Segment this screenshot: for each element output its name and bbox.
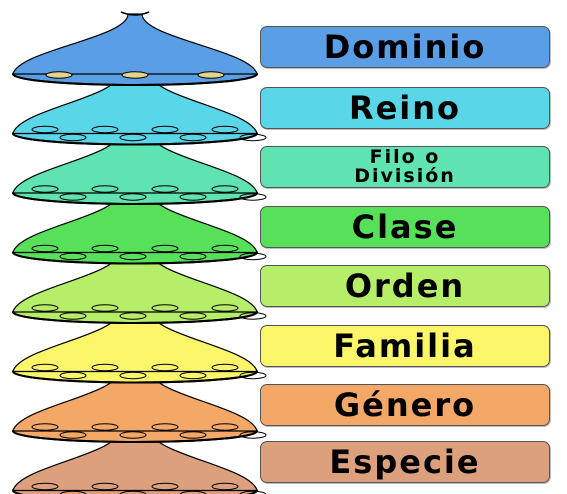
rank-subgroup-oval — [151, 185, 179, 193]
rank-subgroup-oval — [239, 371, 267, 380]
rank-subgroup-oval — [151, 423, 179, 431]
rank-label-reino: Reino — [260, 87, 550, 129]
rank-subgroup-oval — [151, 125, 179, 134]
rank-knob — [120, 11, 150, 16]
rank-subgroup-oval — [239, 133, 267, 142]
rank-subgroup-oval — [31, 482, 59, 491]
rank-subgroup-oval — [211, 423, 239, 431]
rank-subgroup-oval — [59, 490, 87, 494]
rank-subgroup-oval — [239, 193, 267, 201]
rank-subgroup-oval — [91, 125, 119, 134]
rank-subgroup-oval — [239, 252, 267, 261]
rank-subgroup-oval — [31, 304, 59, 312]
rank-rim — [12, 73, 258, 86]
rank-label-clase: Clase — [260, 206, 550, 248]
rank-bell — [12, 13, 258, 75]
rank-subgroup-oval — [211, 482, 239, 491]
rank-subgroup-oval — [91, 423, 119, 431]
rank-rim — [12, 430, 258, 443]
rank-subgroup-oval — [59, 252, 87, 261]
rank-subgroup-oval — [45, 71, 73, 79]
rank-subgroup-oval — [59, 371, 87, 380]
rank-subgroup-oval — [211, 185, 239, 193]
rank-subgroup-oval — [119, 252, 147, 261]
rank-shape-5 — [12, 310, 267, 384]
rank-subgroup-oval — [119, 431, 147, 439]
rank-subgroup-oval — [59, 133, 87, 142]
rank-subgroup-oval — [211, 363, 239, 372]
rank-subgroup-oval — [211, 304, 239, 312]
rank-subgroup-oval — [31, 185, 59, 193]
rank-subgroup-oval — [59, 312, 87, 320]
rank-subgroup-oval — [179, 490, 207, 494]
rank-label-filo: Filo o División — [260, 146, 550, 188]
rank-subgroup-oval — [119, 193, 147, 201]
rank-subgroup-oval — [31, 125, 59, 134]
rank-subgroup-oval — [239, 312, 267, 320]
rank-label-especie: Especie — [260, 441, 550, 483]
rank-subgroup-oval — [179, 312, 207, 320]
rank-subgroup-oval — [179, 133, 207, 142]
rank-subgroup-oval — [179, 252, 207, 261]
rank-subgroup-oval — [211, 244, 239, 253]
rank-rim — [12, 133, 258, 146]
rank-subgroup-oval — [31, 423, 59, 431]
rank-subgroup-oval — [211, 125, 239, 134]
rank-subgroup-oval — [179, 193, 207, 201]
rank-shape-3 — [12, 191, 267, 265]
rank-subgroup-oval — [91, 482, 119, 491]
rank-rim — [12, 192, 258, 205]
rank-label-genero: Género — [260, 384, 550, 426]
rank-subgroup-oval — [239, 490, 267, 494]
rank-subgroup-oval — [119, 371, 147, 380]
rank-subgroup-oval — [151, 304, 179, 312]
rank-label-dominio: Dominio — [260, 26, 550, 68]
rank-subgroup-oval — [239, 431, 267, 439]
rank-subgroup-oval — [151, 244, 179, 253]
rank-subgroup-oval — [91, 244, 119, 253]
rank-subgroup-oval — [91, 304, 119, 312]
rank-rim — [12, 311, 258, 324]
rank-shape-6 — [12, 370, 267, 443]
rank-subgroup-oval — [119, 133, 147, 142]
rank-subgroup-oval — [91, 185, 119, 193]
rank-shape-1 — [12, 72, 267, 146]
rank-rim — [12, 371, 258, 384]
rank-subgroup-oval — [179, 431, 207, 439]
rank-shape-7 — [12, 429, 267, 494]
rank-subgroup-oval — [119, 490, 147, 494]
rank-subgroup-oval — [179, 371, 207, 380]
rank-subgroup-oval — [151, 363, 179, 372]
rank-shape-2 — [12, 132, 267, 205]
rank-shape-4 — [12, 251, 267, 324]
rank-subgroup-oval — [59, 193, 87, 201]
rank-subgroup-oval — [31, 363, 59, 372]
rank-subgroup-oval — [31, 244, 59, 253]
rank-subgroup-oval — [59, 431, 87, 439]
rank-subgroup-oval — [119, 312, 147, 320]
rank-label-familia: Familia — [260, 325, 550, 367]
rank-subgroup-oval — [91, 363, 119, 372]
rank-rim — [12, 252, 258, 265]
rank-subgroup-oval — [197, 71, 225, 79]
rank-subgroup-oval — [121, 71, 149, 79]
rank-subgroup-oval — [151, 482, 179, 491]
rank-shape-0 — [12, 11, 258, 86]
rank-label-orden: Orden — [260, 265, 550, 307]
